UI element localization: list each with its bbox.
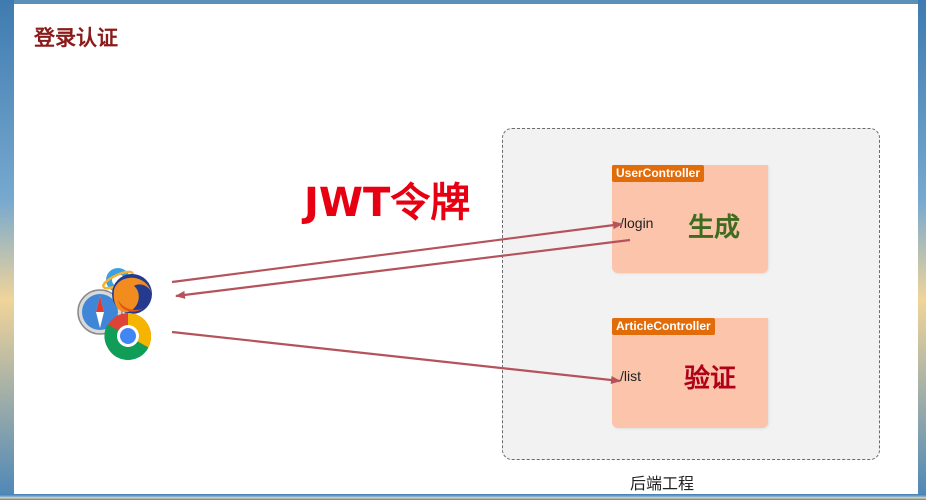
verify-action-label: 验证 <box>684 364 737 394</box>
frame-right-decoration <box>918 0 926 500</box>
user-controller-box: UserController /login 生成 <box>612 165 768 273</box>
generate-action-label: 生成 <box>688 213 741 243</box>
frame-bottom-decoration <box>0 494 926 500</box>
article-controller-box: ArticleController /list 验证 <box>612 318 768 428</box>
user-controller-tag: UserController <box>612 165 705 182</box>
list-path-label: /list <box>620 368 641 384</box>
token-response-arrow <box>175 238 631 299</box>
firefox-icon <box>112 274 152 314</box>
article-controller-tag: ArticleController <box>612 318 715 335</box>
browser-icons-group <box>77 268 152 361</box>
slide-title: 登录认证 <box>34 26 118 50</box>
list-request-arrow <box>171 330 621 384</box>
frame-left-decoration <box>0 0 14 500</box>
login-request-arrow <box>171 221 623 284</box>
login-path-label: /login <box>620 215 654 231</box>
chrome-icon <box>104 313 152 361</box>
backend-project-label: 后端工程 <box>630 474 695 493</box>
jwt-token-label: JWT令牌 <box>304 180 471 226</box>
